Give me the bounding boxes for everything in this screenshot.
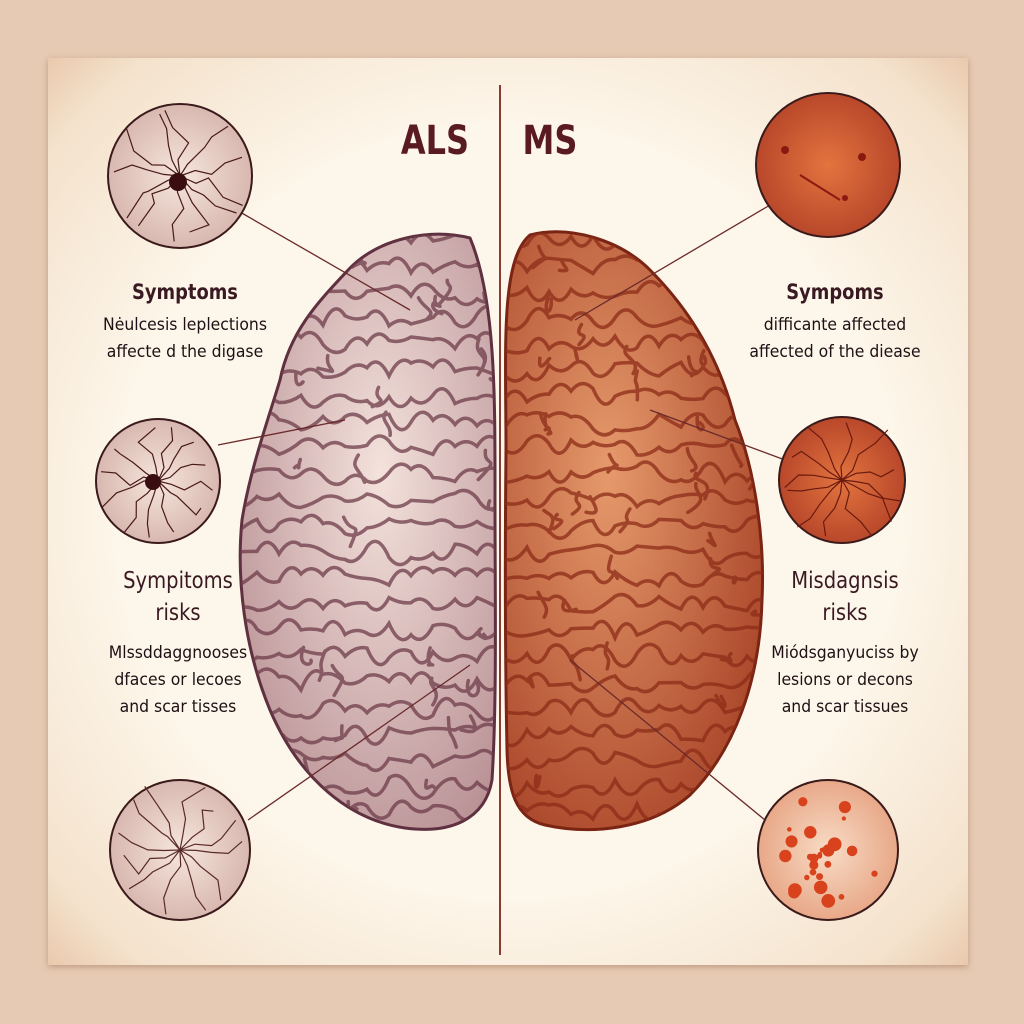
als-tissue-circle-bottom <box>109 779 251 921</box>
als-symptoms-line-2: affecte d the digase <box>106 342 264 362</box>
ms-lesion-circle-top <box>755 92 901 238</box>
als-neuron-circle-middle <box>95 418 221 544</box>
ms-symptoms-block: Sympoms difficante affected affected of … <box>735 280 935 366</box>
ms-title: MS <box>522 118 578 164</box>
ms-symptoms-line-1: difficante affected <box>763 315 907 335</box>
als-risks-block: Sympitoms risks Mlssddaggnooses dfaces o… <box>78 568 278 721</box>
als-risks-line-2: dfaces or lecoes <box>114 670 242 690</box>
ms-risks-line-3: and scar tissues <box>781 697 909 717</box>
als-symptoms-heading: Symptoms <box>132 280 238 304</box>
ms-risks-block: Misdagnsis risks Miódsganyuciss by lesio… <box>745 568 945 721</box>
als-risks-line-1: Mlssddaggnooses <box>108 643 248 663</box>
als-risks-subheading: risks <box>155 600 201 626</box>
ms-risks-line-1: Miódsganyuciss by <box>771 643 919 663</box>
ms-lesion-circle-bottom <box>757 779 899 921</box>
als-neuron-circle-top <box>107 103 253 249</box>
als-title: ALS <box>400 118 470 164</box>
als-brain <box>238 232 497 831</box>
ms-symptoms-line-2: affected of the diease <box>749 342 921 362</box>
ms-symptoms-heading: Sympoms <box>786 280 884 304</box>
ms-risks-subheading: risks <box>822 600 868 626</box>
als-risks-line-3: and scar tisses <box>119 697 237 717</box>
ms-risks-heading: Misdagnsis <box>791 568 899 594</box>
ms-tissue-circle-middle <box>778 416 906 544</box>
als-symptoms-line-1: Nėulcesis leplections <box>103 315 267 335</box>
als-risks-heading: Sympitoms <box>123 568 233 594</box>
als-symptoms-block: Symptoms Nėulcesis leplections affecte d… <box>85 280 285 366</box>
callout-lines <box>217 204 786 821</box>
ms-risks-line-2: lesions or decons <box>777 670 913 690</box>
